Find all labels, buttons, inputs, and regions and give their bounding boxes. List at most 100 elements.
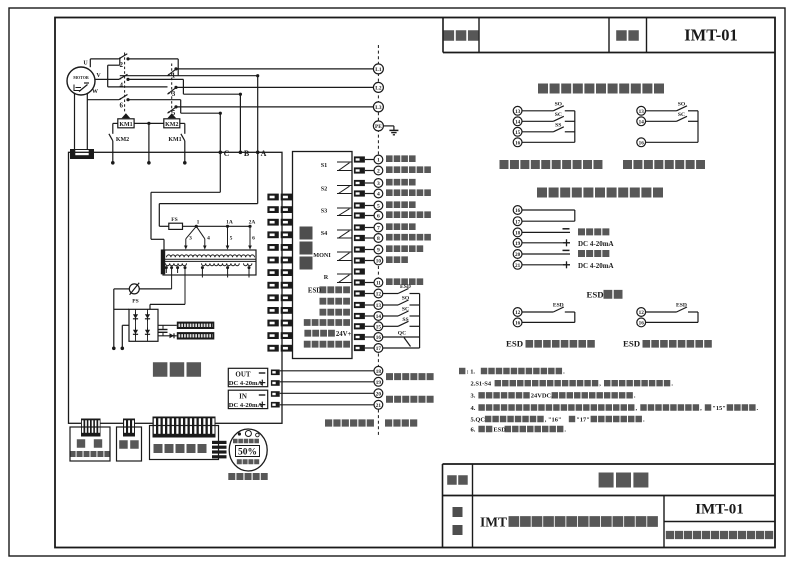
svg-text:, "16": , "16" (545, 416, 562, 423)
svg-text:16: 16 (515, 140, 521, 146)
svg-text:: 1.: : 1. (466, 368, 475, 375)
svg-text:"17": "17" (576, 416, 590, 423)
svg-text:4: 4 (377, 192, 380, 198)
svg-text:12: 12 (515, 310, 521, 316)
svg-text:8: 8 (377, 236, 380, 242)
svg-text:1: 1 (377, 158, 380, 164)
svg-text:19: 19 (376, 380, 382, 386)
svg-text:.: . (643, 416, 645, 423)
svg-text:,: , (636, 405, 638, 412)
svg-text:ESD: ESD (493, 426, 506, 433)
svg-text:SO: SO (402, 296, 410, 302)
svg-text:3: 3 (189, 236, 192, 242)
svg-text:KM1: KM1 (168, 137, 181, 143)
svg-text:6: 6 (120, 102, 124, 110)
svg-text:QC: QC (398, 331, 406, 337)
svg-text:19: 19 (515, 241, 521, 247)
svg-text:7: 7 (377, 226, 380, 232)
svg-text:SS: SS (555, 123, 561, 129)
svg-text:C: C (224, 149, 230, 158)
svg-text:13: 13 (376, 303, 382, 309)
svg-text:11: 11 (376, 281, 381, 287)
svg-text:B: B (244, 149, 250, 158)
svg-text:R: R (324, 274, 329, 281)
svg-text:IMT-01: IMT-01 (695, 502, 744, 518)
svg-text:13: 13 (515, 109, 521, 115)
svg-text:16: 16 (639, 140, 645, 146)
svg-text:L2: L2 (375, 85, 382, 91)
svg-text:PE: PE (375, 124, 382, 130)
svg-text:13: 13 (639, 109, 645, 115)
svg-text:1: 1 (172, 72, 176, 80)
svg-text:17: 17 (515, 219, 521, 225)
svg-text:17: 17 (376, 346, 382, 352)
svg-text:3: 3 (172, 90, 176, 98)
svg-text:SO: SO (555, 102, 563, 108)
svg-text:2.S1-S4: 2.S1-S4 (471, 381, 492, 388)
svg-text:2: 2 (120, 61, 124, 69)
svg-text:U: U (83, 61, 88, 67)
svg-text:1: 1 (197, 220, 200, 226)
svg-text:20: 20 (515, 252, 521, 258)
svg-text:16: 16 (376, 335, 382, 341)
svg-text:ESD: ESD (506, 339, 523, 349)
svg-text:SC: SC (678, 112, 685, 118)
svg-text:ESD: ESD (587, 289, 604, 299)
svg-text:L3: L3 (375, 105, 382, 111)
svg-text:16: 16 (515, 321, 521, 327)
svg-text:W: W (92, 89, 98, 95)
svg-text:24V+: 24V+ (336, 331, 352, 338)
svg-text:S3: S3 (321, 208, 328, 215)
svg-text:DC 4-20mA: DC 4-20mA (578, 240, 614, 248)
svg-text:.: . (757, 405, 759, 412)
svg-text:KM2: KM2 (165, 122, 178, 128)
svg-text:16: 16 (639, 321, 645, 327)
svg-text:FS: FS (171, 217, 177, 223)
svg-text:10: 10 (376, 259, 382, 265)
svg-text:5: 5 (230, 236, 233, 242)
svg-text:21: 21 (376, 403, 382, 409)
svg-text:ESD: ESD (676, 303, 687, 309)
svg-text:SC: SC (402, 307, 409, 313)
svg-text:50%: 50% (238, 448, 257, 458)
svg-text:SS: SS (402, 317, 408, 323)
svg-text:,: , (599, 381, 601, 388)
svg-text:20: 20 (376, 391, 382, 397)
svg-text:V: V (96, 73, 101, 79)
svg-text:DC 4-20mA: DC 4-20mA (229, 402, 263, 409)
svg-text:4: 4 (120, 81, 124, 89)
svg-text:MONI: MONI (313, 252, 331, 259)
svg-text:S4: S4 (321, 230, 328, 237)
svg-text:L1: L1 (375, 67, 382, 73)
svg-text:3: 3 (377, 181, 380, 187)
svg-text:1A: 1A (226, 220, 233, 226)
svg-text:12: 12 (376, 292, 382, 298)
svg-text:.: . (671, 381, 673, 388)
svg-text:6: 6 (377, 214, 380, 220)
svg-text:14: 14 (515, 119, 521, 125)
svg-text:21: 21 (515, 263, 521, 269)
svg-text:12: 12 (639, 310, 645, 316)
svg-text:PS: PS (132, 299, 138, 305)
svg-text:SC: SC (555, 112, 562, 118)
svg-text:ESD: ESD (308, 287, 321, 294)
svg-text:IN: IN (239, 393, 247, 401)
svg-text:15: 15 (376, 324, 382, 330)
svg-text:MOTOR: MOTOR (73, 75, 89, 80)
svg-text:KM2: KM2 (116, 137, 129, 143)
svg-text:DC 4-20mA: DC 4-20mA (229, 380, 263, 387)
svg-text:2A: 2A (249, 220, 256, 226)
svg-text:KM1: KM1 (119, 122, 132, 128)
svg-text:ESD: ESD (553, 303, 564, 309)
svg-text:A: A (261, 149, 267, 158)
svg-text:16: 16 (515, 208, 521, 214)
svg-text:5.QC: 5.QC (471, 416, 486, 423)
svg-text:3.: 3. (471, 393, 476, 400)
svg-text:SO: SO (678, 102, 686, 108)
svg-text:ESD: ESD (623, 339, 640, 349)
svg-text:9: 9 (377, 248, 380, 254)
svg-text:15: 15 (515, 130, 521, 136)
svg-text:6: 6 (252, 236, 255, 242)
svg-text:ESD: ESD (400, 284, 411, 290)
svg-text:IMT-01: IMT-01 (684, 26, 737, 45)
